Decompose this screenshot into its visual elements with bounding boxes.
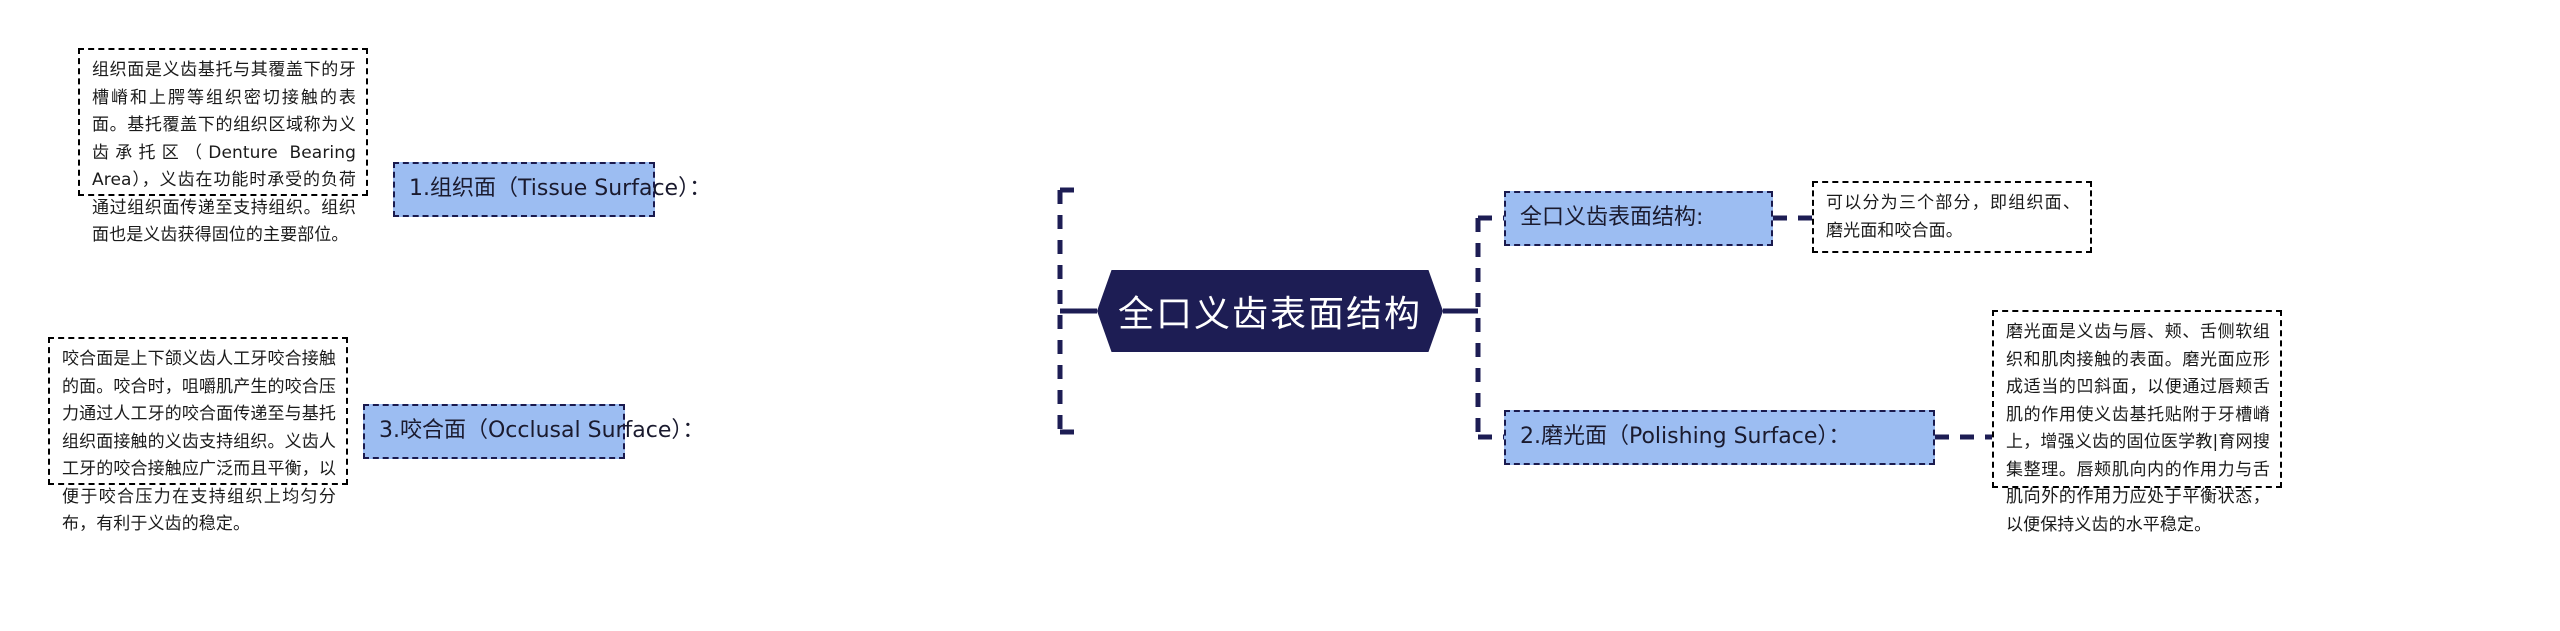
- branch-node-surface-structure[interactable]: 全口义齿表面结构:: [1504, 191, 1773, 246]
- center-node-title[interactable]: 全口义齿表面结构: [1097, 270, 1443, 352]
- detail-box-occlusal-surface: 咬合面是上下颌义齿人工牙咬合接触的面。咬合时，咀嚼肌产生的咬合压力通过人工牙的咬…: [48, 337, 348, 534]
- detail-box-surface-structure: 可以分为三个部分，即组织面、磨光面和咬合面。: [1812, 181, 2092, 253]
- branch-node-occlusal-surface[interactable]: 3.咬合面（Occlusal Surface）：: [363, 404, 704, 459]
- branch-node-tissue-surface[interactable]: 1.组织面（Tissue Surface）：: [393, 162, 711, 217]
- branch-node-polishing-surface[interactable]: 2.磨光面（Polishing Surface）：: [1504, 410, 1935, 465]
- detail-box-polishing-surface: 磨光面是义齿与唇、颊、舌侧软组织和肌肉接触的表面。磨光面应形成适当的凹斜面，以便…: [1992, 310, 2282, 535]
- detail-box-tissue-surface: 组织面是义齿基托与其覆盖下的牙槽嵴和上腭等组织密切接触的表面。基托覆盖下的组织区…: [78, 48, 368, 245]
